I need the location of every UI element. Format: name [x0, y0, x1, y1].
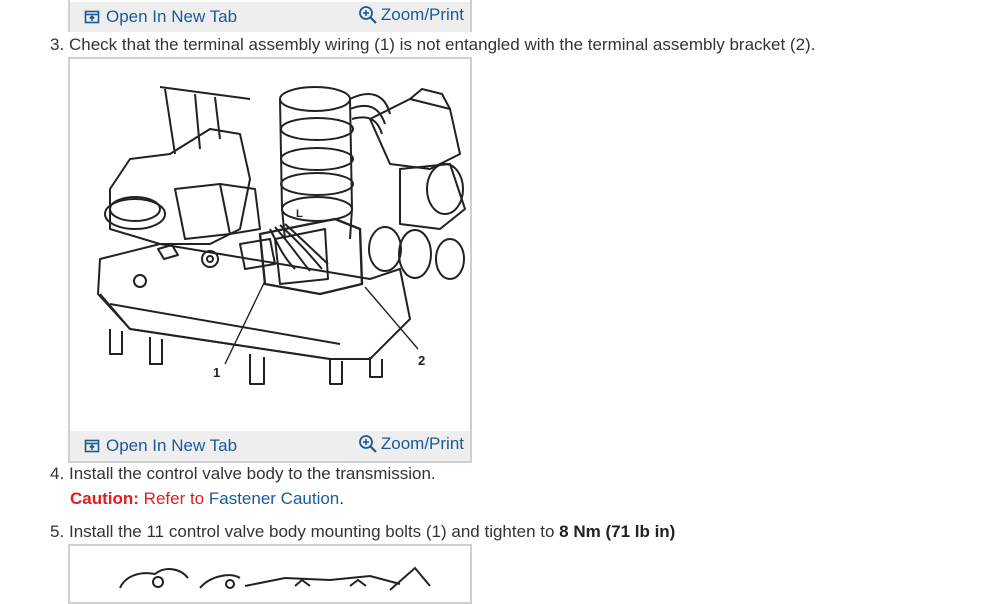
open-in-new-tab-link[interactable]: Open In New Tab — [84, 7, 237, 27]
open-new-tab-icon — [84, 439, 100, 453]
figure-bottom-frame — [68, 544, 472, 604]
zoom-print-label: Zoom/Print — [380, 434, 464, 453]
figure-terminal-assembly: L 1 2 Open In New Tab Zoom/Print — [68, 57, 472, 463]
step-number: 4. — [50, 464, 65, 483]
bolt-illustration-partial — [119, 566, 431, 591]
step-5: 5.Install the 11 control valve body moun… — [50, 522, 675, 542]
callout-1: 1 — [213, 365, 220, 380]
caution-label: Caution: — [70, 489, 139, 508]
open-in-new-tab-label: Open In New Tab — [106, 7, 238, 26]
step-4: 4.Install the control valve body to the … — [50, 464, 436, 484]
zoom-print-link[interactable]: Zoom/Print — [358, 434, 464, 454]
terminal-letter-label: L — [296, 208, 303, 220]
open-new-tab-icon — [84, 10, 100, 24]
open-in-new-tab-label: Open In New Tab — [106, 436, 238, 455]
open-in-new-tab-link[interactable]: Open In New Tab — [84, 436, 237, 456]
zoom-print-link[interactable]: Zoom/Print — [358, 5, 464, 25]
callout-2: 2 — [418, 353, 425, 368]
step-number: 3. — [50, 35, 65, 54]
zoom-in-icon — [358, 435, 377, 453]
caution-note: Caution: Refer to Fastener Caution. — [70, 489, 344, 509]
fastener-caution-link[interactable]: Fastener Caution — [208, 489, 340, 508]
zoom-print-label: Zoom/Print — [380, 5, 464, 24]
step-text: Install the control valve body to the tr… — [69, 464, 436, 483]
step-3: 3.Check that the terminal assembly wirin… — [50, 35, 815, 55]
figure-top-toolbar: Open In New Tab Zoom/Print — [70, 2, 470, 32]
step-text: Install the 11 control valve body mounti… — [69, 522, 560, 541]
zoom-in-icon — [358, 6, 377, 24]
figure-toolbar: Open In New Tab Zoom/Print — [70, 431, 470, 461]
caution-refer-text: Refer to — [138, 489, 209, 508]
torque-spec: 8 Nm (71 lb in) — [559, 522, 676, 541]
caution-end: . — [339, 489, 344, 508]
figure-top-frame: Open In New Tab Zoom/Print — [68, 0, 472, 32]
step-text: Check that the terminal assembly wiring … — [69, 35, 816, 54]
terminal-assembly-illustration: L 1 2 — [97, 86, 466, 385]
step-number: 5. — [50, 522, 65, 541]
